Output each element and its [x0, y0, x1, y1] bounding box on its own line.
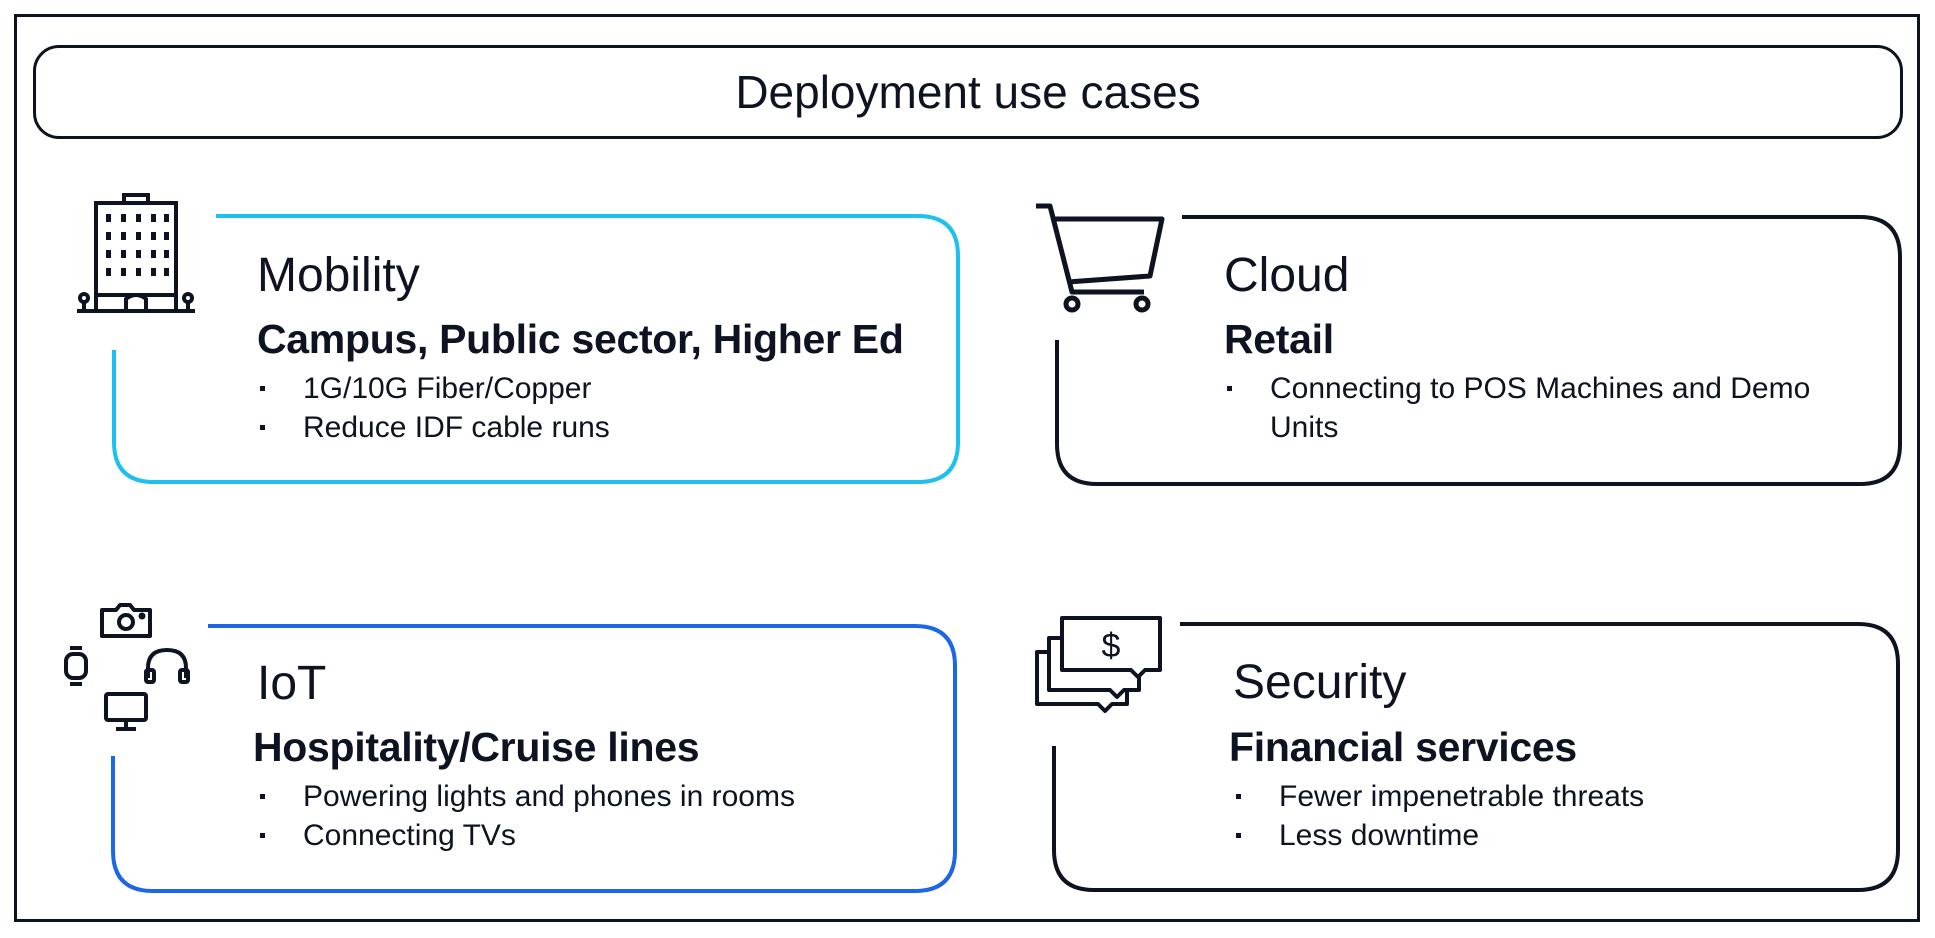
- bullet-list: 1G/10G Fiber/Copper Reduce IDF cable run…: [257, 369, 610, 447]
- list-item: Less downtime: [1233, 816, 1644, 855]
- title-box: Deployment use cases: [33, 45, 1903, 139]
- card-heading: Mobility: [257, 249, 420, 302]
- devices-icon: [64, 603, 190, 731]
- list-item: Connecting to POS Machines and Demo Unit…: [1224, 369, 1830, 447]
- page-title: Deployment use cases: [735, 66, 1201, 118]
- building-icon: [77, 193, 195, 313]
- shopping-cart-icon: [1036, 203, 1165, 313]
- card-heading: Security: [1233, 656, 1407, 709]
- svg-text:$: $: [1102, 627, 1121, 665]
- bullet-list: Fewer impenetrable threats Less downtime: [1233, 777, 1644, 855]
- list-item: 1G/10G Fiber/Copper: [257, 369, 610, 408]
- outer-frame: [14, 14, 1920, 922]
- list-item: Powering lights and phones in rooms: [257, 777, 795, 816]
- list-item: Connecting TVs: [257, 816, 795, 855]
- bullet-list: Connecting to POS Machines and Demo Unit…: [1224, 369, 1830, 447]
- bullet-list: Powering lights and phones in rooms Conn…: [257, 777, 795, 855]
- list-item: Fewer impenetrable threats: [1233, 777, 1644, 816]
- card-subheading: Retail: [1224, 316, 1334, 362]
- card-subheading: Financial services: [1229, 724, 1577, 770]
- card-heading: IoT: [257, 657, 327, 710]
- card-subheading: Campus, Public sector, Higher Ed: [257, 316, 904, 362]
- money-messages-icon: $: [1035, 616, 1162, 713]
- card-subheading: Hospitality/Cruise lines: [253, 724, 700, 770]
- card-heading: Cloud: [1224, 249, 1350, 302]
- list-item: Reduce IDF cable runs: [257, 408, 610, 447]
